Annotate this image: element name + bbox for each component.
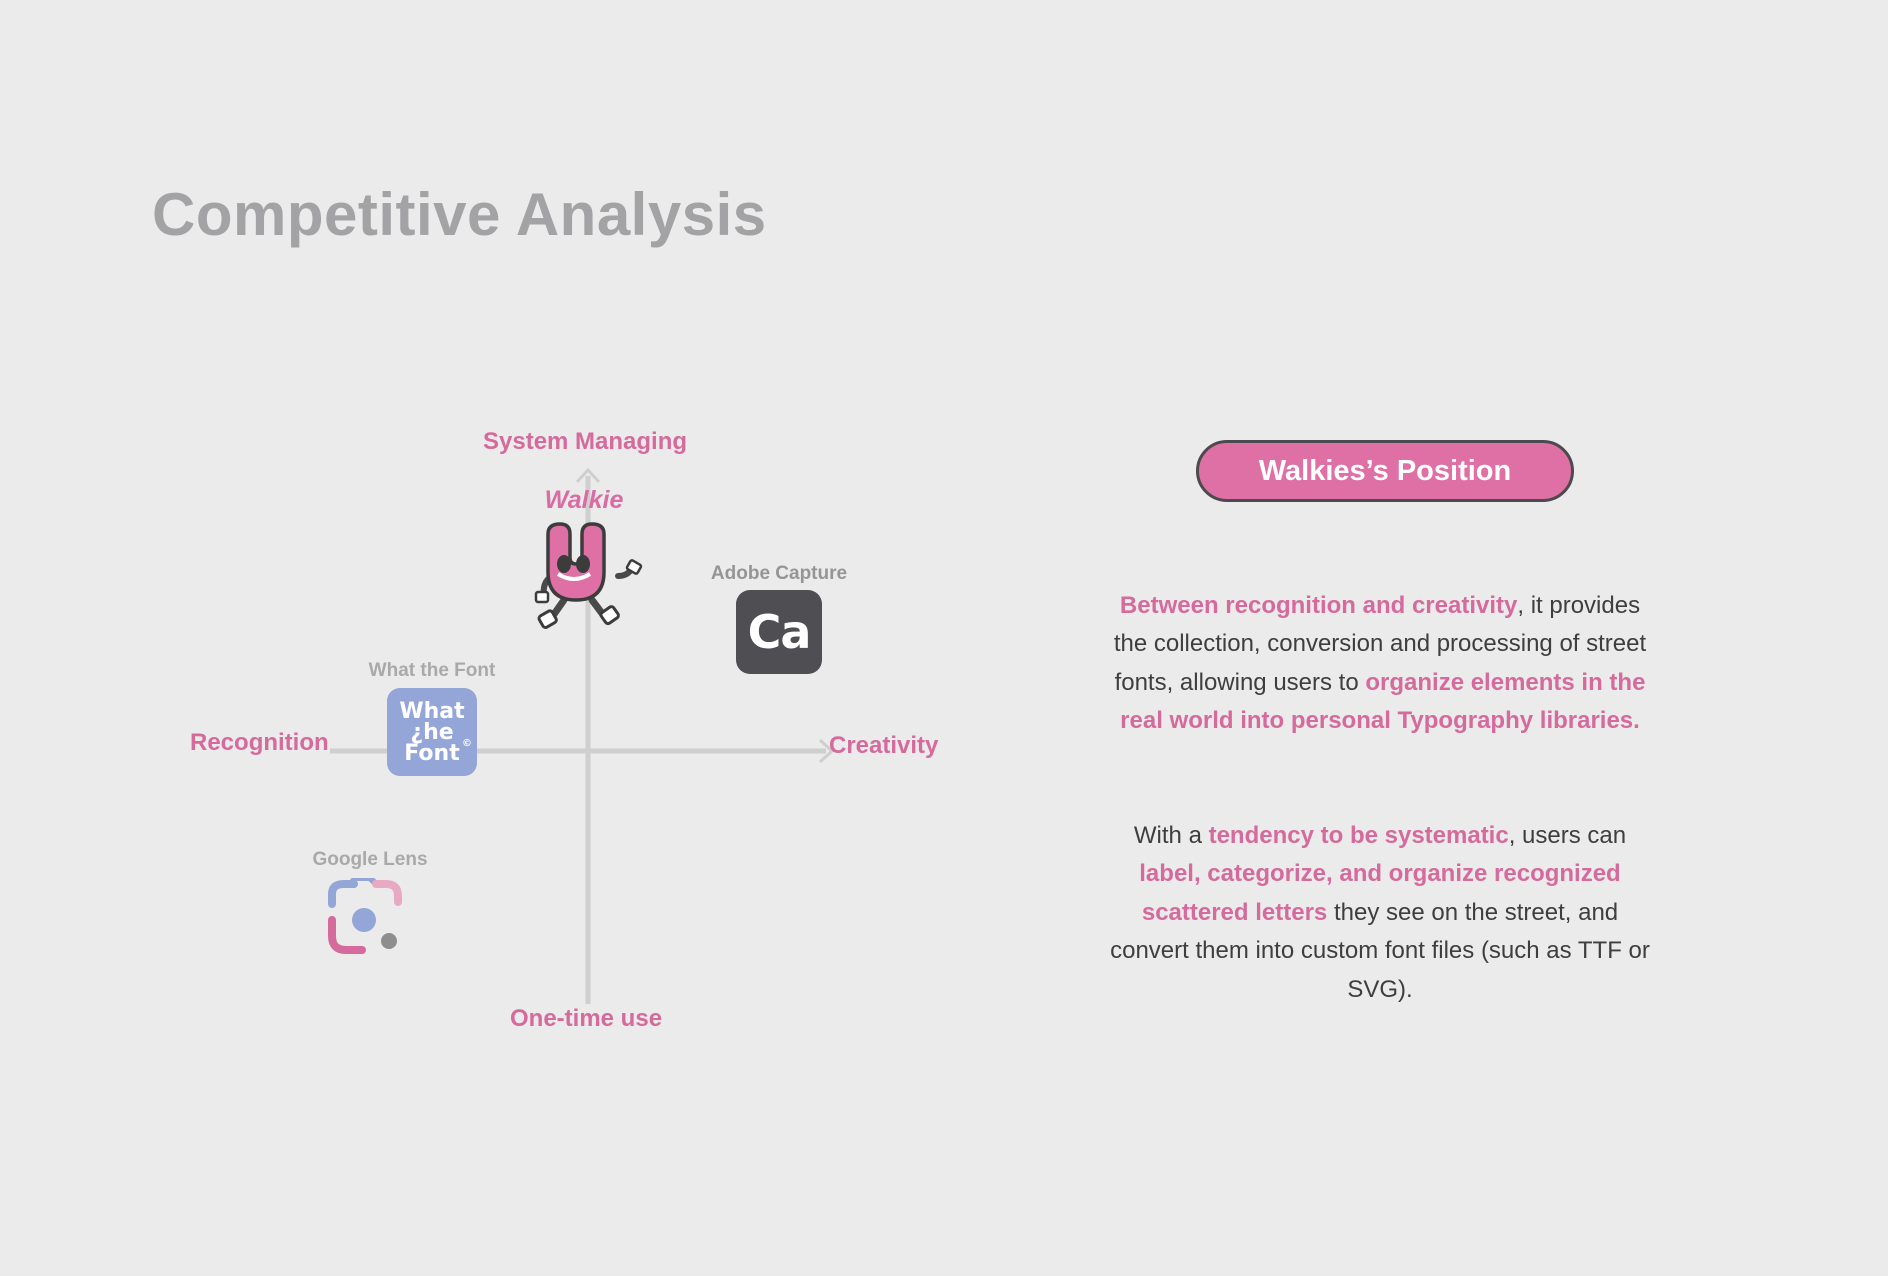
axis-label-right: Creativity — [829, 732, 939, 759]
body-text: With a — [1133, 822, 1209, 849]
what-the-font-icon: What ¿he Font © — [387, 688, 477, 776]
body-text: they see on the street, and convert them… — [1110, 898, 1650, 1003]
walkie-label: Walkie — [544, 486, 624, 514]
google-lens-label: Google Lens — [312, 849, 428, 870]
wtf-icon-line-2: ¿he — [410, 719, 454, 745]
position-badge: Walkies’s Position — [1196, 440, 1574, 502]
adobe-capture-icon: Ca — [736, 590, 822, 674]
wtf-icon-line-1: What — [399, 698, 465, 724]
wtf-icon-line-3: Font — [404, 740, 460, 766]
google-lens-icon — [328, 878, 402, 954]
axis-label-bottom: One-time use — [510, 1005, 663, 1032]
page-title: Competitive Analysis — [152, 181, 767, 248]
highlight-text: organize elements in the real world into… — [1120, 668, 1646, 735]
body-text: , it provides the collection, conversion… — [1113, 592, 1647, 696]
position-description: Between recognition and creativity, it p… — [1100, 587, 1660, 741]
axis-label-left: Recognition — [190, 729, 329, 756]
adobe-capture-label: Adobe Capture — [710, 563, 848, 584]
what-the-font-label: What the Font — [368, 660, 496, 681]
walkie-mascot-icon — [534, 522, 643, 629]
wtf-copyright-mark: © — [462, 738, 472, 749]
highlight-text: tendency to be systematic — [1208, 822, 1509, 849]
horizontal-axis-arrow — [818, 738, 835, 764]
highlight-text: label, categorize, and organize recogniz… — [1139, 860, 1621, 926]
systematic-description: With a tendency to be systematic, users … — [1100, 817, 1660, 1009]
vertical-axis-arrow — [575, 467, 601, 484]
highlight-text: Between recognition and creativity — [1119, 592, 1518, 619]
body-text: , users can — [1508, 822, 1627, 849]
axis-label-top: System Managing — [483, 428, 688, 455]
